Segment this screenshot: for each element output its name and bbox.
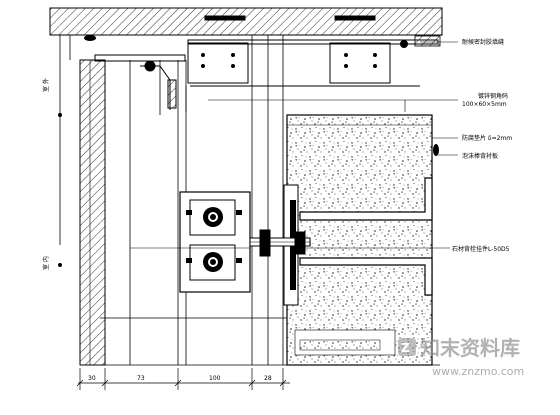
hanger-bolt xyxy=(140,60,177,110)
callout-gasket: 防腐垫片 δ=2mm xyxy=(462,134,512,142)
dim-30: 30 xyxy=(88,375,96,382)
dim-100: 100 xyxy=(209,375,221,382)
bolt-plates xyxy=(179,191,251,293)
watermark-brand: 知末资料库 xyxy=(420,336,520,360)
callout-sealant: 耐候密封胶填缝 xyxy=(462,38,504,46)
callout-bracket-size: 100×60×5mm xyxy=(462,101,507,108)
callout-steel-bracket: 镀锌钢角码 xyxy=(478,92,508,100)
stone-panel xyxy=(286,114,433,366)
callout-stone-anchor: 石材背栓挂件L-50D5 xyxy=(452,245,510,253)
watermark-url: www.znzmo.com xyxy=(432,365,524,378)
watermark: Z 知末资料库 www.znzmo.com xyxy=(398,336,524,378)
stone-slots xyxy=(299,177,433,296)
sealant xyxy=(84,35,439,156)
side-label-outdoor: 室 外 xyxy=(42,78,50,92)
dim-73: 73 xyxy=(137,375,145,382)
dim-28: 28 xyxy=(264,375,272,382)
callout-foam-rod: 泡沫棒背衬板 xyxy=(462,152,498,160)
left-wall xyxy=(79,59,106,366)
through-bolt xyxy=(249,229,311,257)
ceiling-slab xyxy=(49,7,443,36)
leader-lines xyxy=(130,41,458,249)
side-label-indoor: 室 内 xyxy=(42,256,50,270)
svg-text:Z: Z xyxy=(401,341,410,355)
anchor-bolts xyxy=(201,53,377,68)
dimension-line xyxy=(76,368,290,390)
